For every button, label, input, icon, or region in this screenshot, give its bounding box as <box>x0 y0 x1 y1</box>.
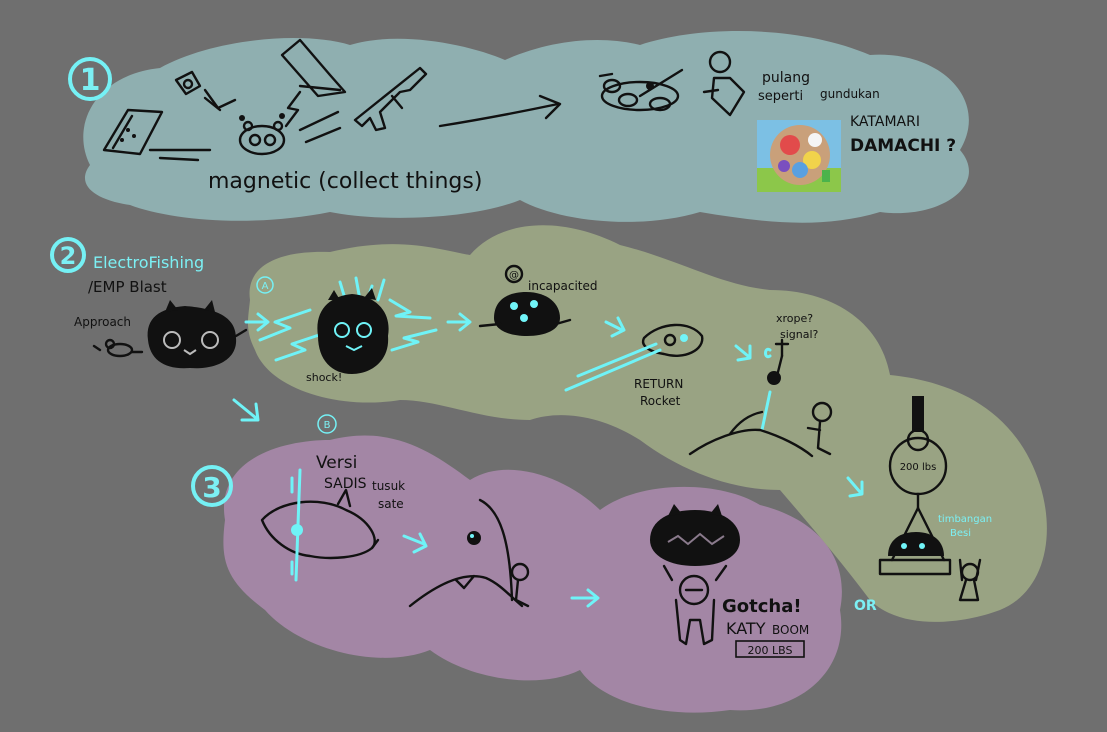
katamari-ball-thumbnail <box>757 120 841 192</box>
arrow-icon <box>438 94 562 128</box>
approach-label: Approach <box>74 315 131 329</box>
tusuk-label: tusuk <box>372 479 405 493</box>
section-1-cloud <box>83 31 969 223</box>
boom-label: BOOM <box>772 623 809 637</box>
section-2-subtitle: /EMP Blast <box>88 278 167 296</box>
arrow-icon-2 <box>446 312 472 332</box>
shock-label: shock! <box>306 371 342 384</box>
section-2-title: ElectroFishing <box>93 253 204 272</box>
rocket-creature-icon <box>564 323 704 392</box>
fishing-scene-icon <box>408 498 530 608</box>
katamari-line-1: KATAMARI <box>850 114 920 130</box>
rifle-icon <box>353 66 428 132</box>
weight-label: 200 LBS <box>748 644 793 657</box>
shocked-creature-icon <box>258 276 438 374</box>
signal-label: signal? <box>780 328 819 341</box>
option-b-label: B <box>324 420 331 431</box>
section-2-panel: 2 ElectroFishing /EMP Blast Approach <box>50 225 1047 622</box>
cheering-figure-icon <box>958 558 982 602</box>
rocket-label: Rocket <box>640 394 681 408</box>
arrow-icon-1 <box>244 312 270 332</box>
arrow-icon-7 <box>402 532 428 554</box>
stick-figure-icon <box>702 50 746 117</box>
incapacited-label: incapacited <box>528 279 598 293</box>
section-2-number: 2 <box>60 242 77 270</box>
hanging-scale-icon <box>878 396 952 576</box>
section-2-cloud <box>247 225 1047 622</box>
paper-icon <box>280 38 347 98</box>
weight-box <box>735 640 805 658</box>
scale-caption-1: timbangan <box>938 514 992 525</box>
arrow-icon-8 <box>570 588 600 608</box>
scale-caption-2: Besi <box>950 528 971 539</box>
scale-tag: 200 lbs <box>900 462 937 473</box>
lightning-icon <box>284 90 302 128</box>
xrope-label: xrope? <box>776 312 813 325</box>
cat-creature-icon <box>147 300 248 369</box>
junk-pile-icon <box>598 68 684 112</box>
versi-label: Versi <box>316 453 357 473</box>
note-word: gundukan <box>820 87 880 101</box>
mouse-icon <box>92 338 144 358</box>
arrow-icon-3 <box>604 316 626 338</box>
section-1-number-badge <box>68 57 112 101</box>
section-3-number: 3 <box>202 471 221 504</box>
option-a-badge <box>256 276 274 294</box>
arrow-icon-6 <box>846 476 864 498</box>
note-line-2: seperti <box>758 89 803 104</box>
section-1-caption: magnetic (collect things) <box>208 169 482 194</box>
section-3-content: 3 B Versi SADIS tusuk sate <box>191 414 809 658</box>
sate-label: sate <box>378 497 404 511</box>
arrow-icon-4 <box>734 344 752 362</box>
arrow-icon-5 <box>232 398 260 422</box>
pulling-scene-icon <box>688 338 833 458</box>
return-label: RETURN <box>634 377 683 391</box>
skewered-creature-icon <box>260 468 380 582</box>
section-1-number: 1 <box>80 63 101 98</box>
section-2-number-badge <box>50 237 86 273</box>
tablet-icon <box>102 108 164 156</box>
svg-text:@: @ <box>509 270 519 281</box>
note-line-1: pulang <box>762 70 810 86</box>
or-label: OR <box>854 598 877 614</box>
magnet-creature-icon <box>238 113 286 156</box>
katy-label: KATY <box>726 619 766 638</box>
gotcha-figure-icon <box>650 504 740 646</box>
sadis-label: SADIS <box>324 476 367 492</box>
gotcha-label: Gotcha! <box>722 596 802 617</box>
katamari-line-2: DAMACHI ? <box>850 136 956 156</box>
option-a-label: A <box>262 281 269 292</box>
option-b-badge <box>317 414 337 434</box>
section-1-panel: 1 <box>68 31 969 223</box>
section-3-number-badge <box>191 465 233 507</box>
incapacitated-creature-icon: @ <box>478 264 572 336</box>
